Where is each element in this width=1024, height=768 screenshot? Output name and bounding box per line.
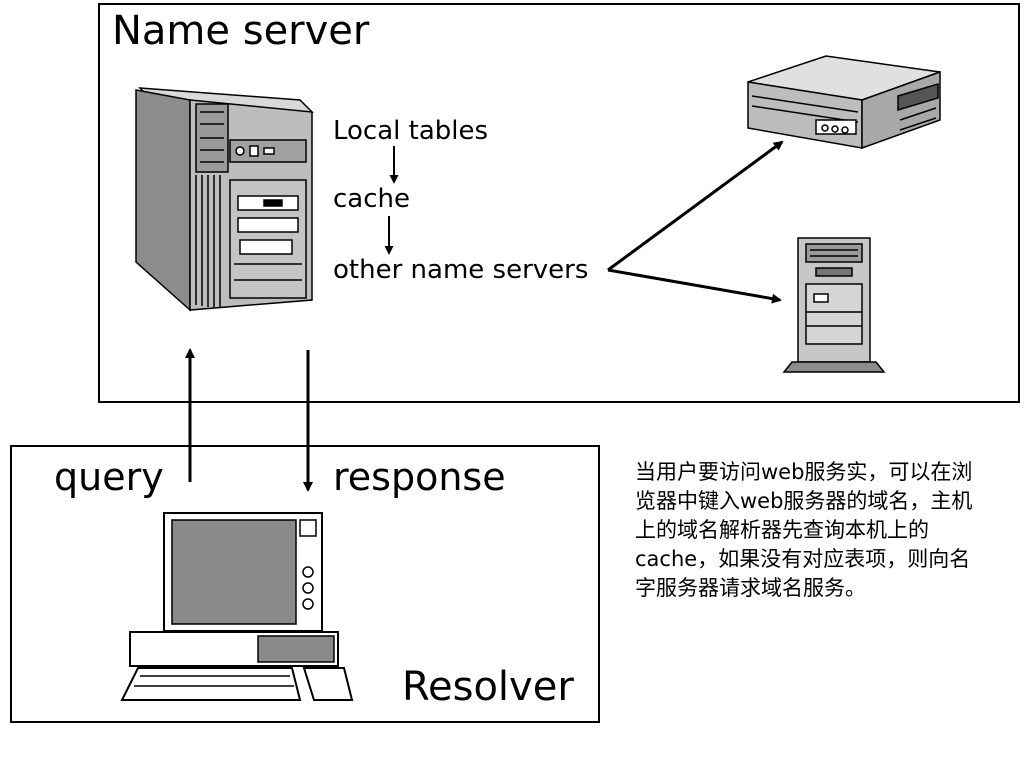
desktop-computer-icon (120, 512, 354, 701)
explanation-note: 当用户要访问web服务实，可以在浏览器中键入web服务器的域名，主机上的域名解析… (635, 460, 973, 600)
query-label: query (54, 455, 164, 499)
response-label: response (333, 455, 506, 499)
desktop-server-icon (747, 55, 941, 150)
name-server-title: Name server (112, 8, 370, 54)
step-other-name-servers: other name servers (333, 255, 589, 285)
to-desktop-server-arrow (607, 140, 784, 272)
to-tower-server-arrow (607, 268, 782, 304)
step-local-tables: Local tables (333, 116, 489, 146)
step-cache: cache (333, 184, 410, 214)
tower-server-icon (135, 87, 314, 312)
small-tower-server-icon (782, 237, 886, 373)
resolver-title: Resolver (402, 664, 574, 710)
